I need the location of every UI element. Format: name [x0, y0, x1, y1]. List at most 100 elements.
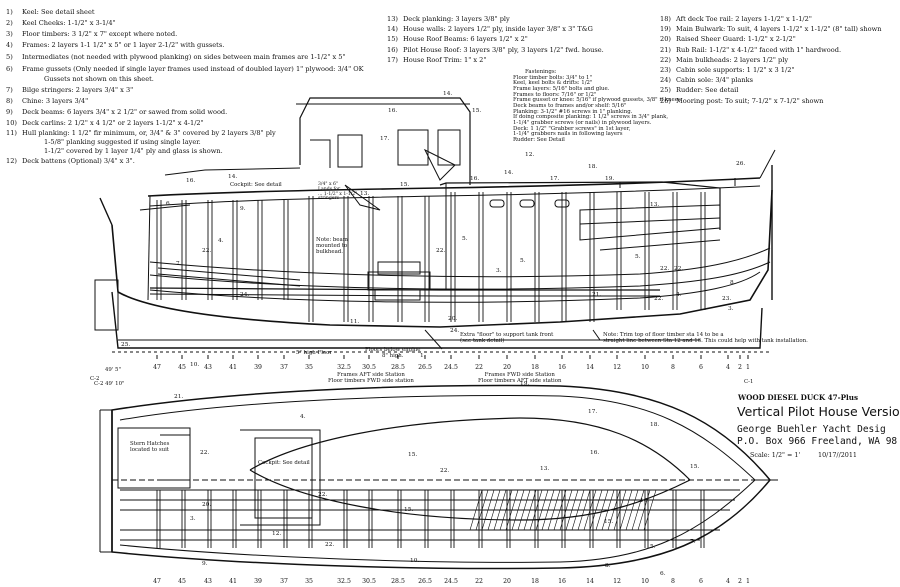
floor-hatch	[523, 489, 537, 531]
legend-item: 1-1/2" covered by 1 layer 1/4" ply and g…	[6, 148, 223, 155]
note-high-floor: 5" high Floor	[296, 350, 332, 356]
note-frames-fwd-1: Frames FWD side Station	[484, 372, 555, 378]
fastenings-lines: Floor timber bolts: 3/4" to 1"Keel, keel…	[513, 75, 703, 144]
profile-callout: 3.	[728, 306, 734, 312]
fastening-line: If doing composite planking: 1 1/2" scre…	[513, 114, 669, 121]
station-label: 47	[153, 364, 161, 371]
plan-callout: 21.	[174, 394, 183, 400]
profile-callout: 15.	[400, 182, 409, 188]
plan-callout: 9.	[202, 561, 208, 567]
note-trim-2: straight line between Sta 12 and 16. Thi…	[603, 337, 808, 344]
legend-item: 9)Deck beams: 6 layers 3/4" x 2 1/2" or …	[6, 109, 227, 116]
note-stringer-2: Lands for	[318, 186, 341, 192]
legend-item-text: Raised Sheer Guard: 1-1/2" x 2-1/2"	[676, 35, 796, 44]
profile-callout: 4.	[218, 238, 224, 244]
note-stringer-3: ... 1-1/2" x 1-1/2"	[318, 191, 358, 197]
station-label: 4	[726, 364, 730, 371]
station-label: 39	[254, 364, 262, 371]
floor-hatch	[589, 489, 603, 531]
profile-callout: 22.	[436, 248, 445, 254]
legend-item-text: Keel: See detail sheet	[22, 8, 95, 16]
note-frames-aft-1: Frames AFT side Station	[337, 372, 405, 378]
legend-item-number: 11)	[6, 129, 17, 137]
note-stringer-1: 3/4" x 6"	[318, 182, 339, 187]
legend-item-text: Main Bulwark: To suit, 4 layers 1-1/2" x…	[676, 25, 882, 34]
plan-callout: 7.	[690, 539, 696, 545]
legend-item: 6)Frame gussets (Only needed if single l…	[6, 66, 364, 73]
station-label: 16	[558, 578, 566, 585]
profile-callout: 17.	[380, 136, 389, 142]
note-frames-aft: Frames AFT side Station Floor timbers FW…	[328, 372, 414, 384]
legend-item-number: 13)	[387, 15, 398, 23]
note-extra-floor: Extra "floor" to support tank front (see…	[460, 332, 553, 345]
legend-item-number: 6)	[6, 65, 13, 73]
note-frames-aft-2: Floor timbers FWD side station	[328, 378, 414, 385]
profile-callout: 8.	[730, 280, 736, 286]
station-label: 16	[558, 364, 566, 371]
station-label: 28.5	[391, 578, 405, 585]
plan-callout: 16.	[590, 450, 599, 456]
floor-hatch	[625, 489, 639, 531]
legend-item-number: 3)	[6, 30, 13, 38]
legend-item: 14) House walls: 2 layers 1/2" ply, insid…	[387, 26, 593, 33]
station-label: 35	[305, 578, 313, 585]
station-label: 20	[503, 578, 511, 585]
legend-item-number: 14)	[387, 25, 398, 34]
plan-callout: 15.	[408, 452, 417, 458]
title-scale: Scale: 1/2" = 1'	[750, 451, 801, 459]
legend-item-number: 7)	[6, 86, 13, 94]
station-label: 47	[153, 578, 161, 585]
label-c1: C-1	[744, 379, 754, 385]
station-label: 8	[671, 364, 675, 371]
fastening-line: Deck: 1 1/2" "Grabber screws" in 1st lay…	[513, 125, 631, 132]
plan-callout: 22.	[440, 468, 449, 474]
legend-item-text: Pilot House Roof: 3 layers 3/8" ply, 3 l…	[403, 45, 604, 54]
profile-callout: 1.	[420, 353, 426, 359]
floor-hatch	[619, 489, 633, 531]
floor-hatch	[469, 489, 483, 531]
station-label: 22	[475, 578, 483, 585]
station-label: 12	[613, 578, 621, 585]
legend-item: 3) Floor timbers: 3 1/2" x 7" except wher…	[6, 31, 177, 38]
note-floors-1: Floors below engine	[365, 347, 421, 353]
legend-item: 1-5/8" planking suggested if using singl…	[6, 139, 201, 146]
legend-item: 11)Hull planking: 1 1/2" fir minimum, or…	[6, 130, 276, 137]
plan-callout: 13.	[540, 466, 549, 472]
profile-callout: 22.	[660, 266, 669, 272]
title-line-1: WOOD DIESEL DUCK 47-Plus	[738, 393, 858, 402]
legend-item: 5)Intermediates (not needed with plywood…	[6, 54, 346, 61]
profile-callout: 13.	[650, 202, 659, 208]
floor-hatch	[547, 489, 561, 531]
legend-item: 13)Deck planking: 3 layers 3/8" ply	[387, 16, 510, 23]
legend-item-text: House walls: 2 layers 1/2" ply, inside l…	[403, 25, 593, 34]
legend-item-number: 8)	[6, 97, 13, 105]
legend-item: 26)Mooring post: To suit; 7-1/2" x 7-1/2…	[660, 97, 823, 105]
legend-item: 1)Keel: See detail sheet	[6, 9, 95, 16]
legend-item-text: Chine: 3 layers 3/4"	[22, 97, 89, 105]
note-beam-1: Note: beam	[316, 237, 348, 243]
station-label: 35	[305, 364, 313, 371]
station-label: 32.5	[337, 364, 351, 371]
note-cockpit-plan: Cockpit: See detail	[258, 460, 310, 466]
legend-item-number: 17)	[387, 55, 398, 64]
legend-item-text: Intermediates (not needed with plywood p…	[22, 53, 346, 61]
station-label: 41	[229, 578, 237, 585]
note-cockpit-profile: Cockpit: See detail	[230, 182, 282, 188]
legend-item-number: 24)	[660, 76, 671, 85]
fastening-line: Frames to floors: 7/16" or 1/2"	[513, 91, 597, 98]
legend-item-text: Bilge stringers: 2 layers 3/4" x 3"	[22, 86, 134, 94]
profile-callout: 20.	[448, 316, 457, 322]
plan-callout: 20.	[202, 502, 211, 508]
profile-callout: 4.	[676, 292, 682, 298]
station-label: 30.5	[362, 578, 376, 585]
plan-callout: 10.	[410, 558, 419, 564]
floor-hatch	[577, 489, 591, 531]
profile-callout: 22.	[654, 296, 663, 302]
legend-right: 18)Aft deck Toe rail: 2 layers 1-1/2" x …	[660, 16, 900, 111]
legend-item-text: Floor timbers: 3 1/2" x 7" except where …	[22, 30, 178, 38]
legend-item: 25)Rudder: See detail	[660, 87, 738, 94]
station-label: 22	[475, 364, 483, 371]
legend-item: 24)Cabin sole: 3/4" planks	[660, 77, 753, 84]
legend-item: 12)Deck battens (Optional) 3/4" x 3".	[6, 158, 135, 165]
